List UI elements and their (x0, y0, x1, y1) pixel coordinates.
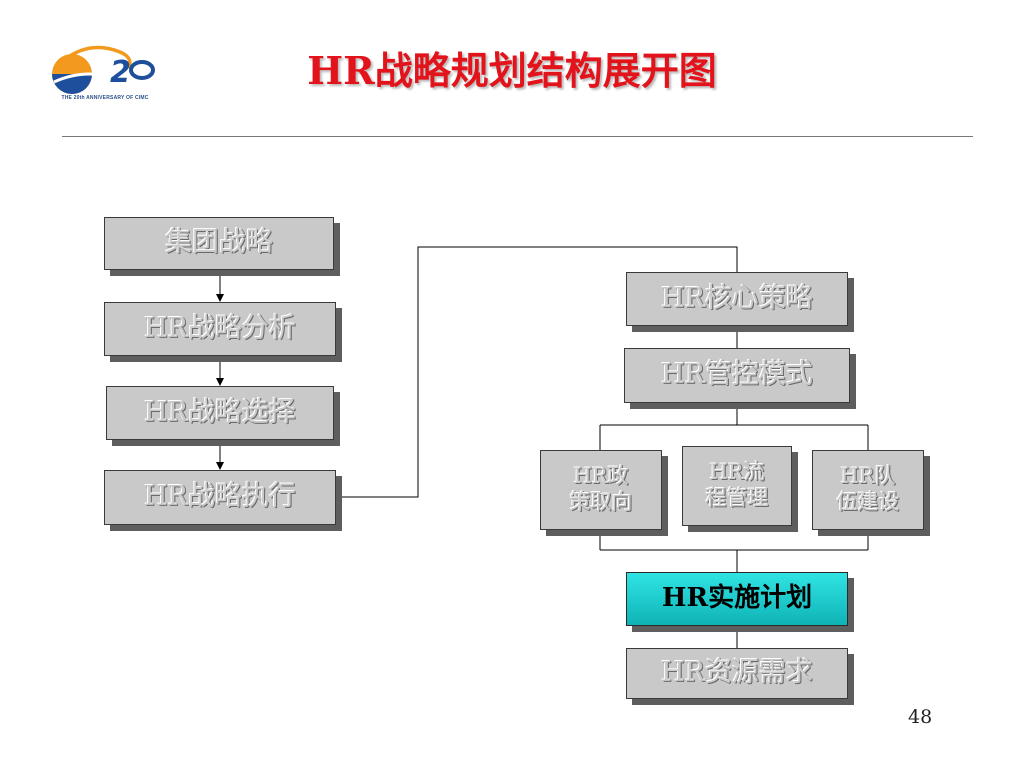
box-hr-team-line2: 伍建设 (836, 490, 900, 514)
box-hr-policy-line1: HR政 (573, 464, 629, 489)
box-hr-team-building: HR队 伍建设 (812, 450, 924, 530)
box-hr-resource-demand: HR资源需求 (626, 648, 848, 699)
box-hr-process-management: HR流 程管理 (682, 446, 792, 526)
box-hr-implementation-plan: HR实施计划 (626, 572, 848, 626)
box-hr-team-line1: HR队 (840, 464, 896, 489)
box-hr-core-strategy: HR核心策略 (626, 272, 848, 326)
box-hr-control-mode: HR管控模式 (624, 348, 850, 403)
box-hr-strategy-execution: HR战略执行 (104, 470, 336, 525)
box-group-strategy: 集团战略 (104, 217, 334, 270)
box-hr-strategy-selection: HR战略选择 (106, 386, 334, 440)
page-number: 48 (908, 706, 933, 728)
svg-text:2: 2 (110, 55, 131, 90)
title-divider (62, 136, 973, 137)
logo-caption: THE 20th ANNIVERSARY OF CIMC (61, 95, 149, 101)
box-hr-process-line2: 程管理 (705, 486, 769, 510)
box-hr-strategy-analysis: HR战略分析 (104, 302, 336, 356)
link-execute-to-core (336, 246, 738, 498)
page-title: HR战略规划结构展开图 (307, 48, 717, 93)
box-hr-policy-orientation: HR政 策取向 (540, 450, 662, 530)
cimc-anniversary-logo: 2 (52, 45, 155, 94)
box-hr-process-line1: HR流 (709, 460, 765, 485)
box-hr-policy-line2: 策取向 (569, 490, 633, 514)
